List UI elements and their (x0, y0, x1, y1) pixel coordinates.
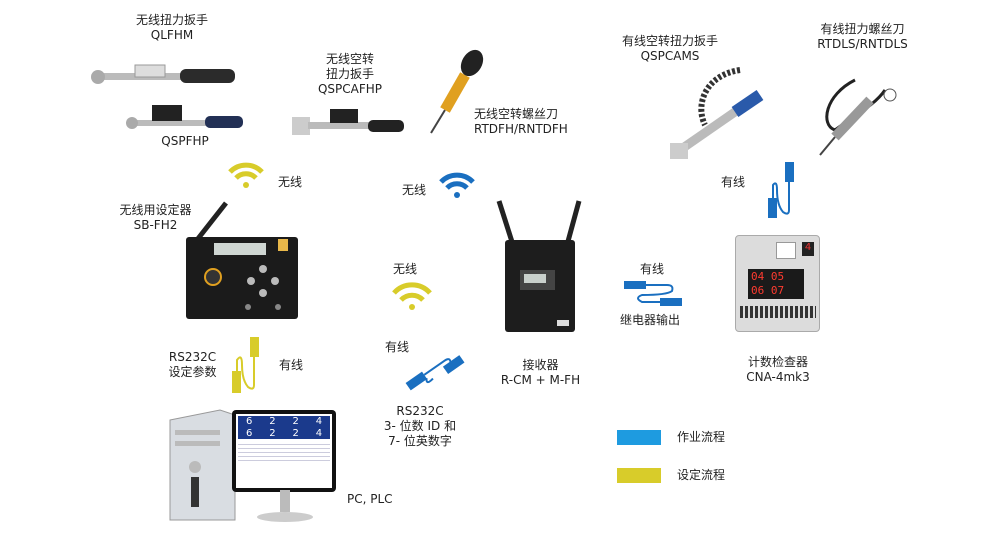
relay-output-label: 继电器输出 (620, 313, 681, 327)
usb-cable-icon-counter (768, 162, 794, 218)
receiver-label: 接收器 R-CM + M-FH (500, 358, 581, 387)
qlfhm-wrench-image (91, 64, 243, 129)
pc-label: PC, PLC (347, 492, 393, 506)
rtdfh-label: 无线空转螺丝刀 RTDFH/RNTDFH (474, 107, 568, 136)
counter-terminal-block (740, 306, 816, 318)
wired-label-counter: 有线 (721, 175, 746, 189)
wireless-label-receiver: 无线 (393, 262, 418, 276)
counter-lcd (776, 242, 796, 259)
counter-device: 4 04 05 06 07 (735, 235, 820, 332)
wifi-icon-setter (228, 162, 264, 188)
counter-label: 计数检查器 CNA-4mk3 (746, 355, 810, 384)
receiver-device-image (496, 200, 582, 332)
pc-screen-grid: 6 2 2 4 6 2 2 4 (238, 416, 330, 439)
legend-label-setting-flow: 设定流程 (677, 468, 726, 482)
wifi-icon-receiver (392, 282, 432, 310)
setter-label: 无线用设定器 SB-FH2 (119, 203, 192, 232)
setter-device-image (186, 201, 298, 319)
usb-cable-icon-setting (232, 337, 259, 393)
usb-cable-icon-receiver-pc (405, 355, 465, 391)
qspcams-label: 有线空转扭力扳手 QSPCAMS (621, 34, 718, 63)
wireless-label-tools: 无线 (402, 183, 427, 197)
wifi-icon-tools (439, 172, 475, 198)
rtdfh-screwdriver-image (430, 49, 484, 134)
qspcafhp-wrench-image (292, 109, 404, 135)
wireless-label-setter: 无线 (278, 175, 303, 189)
pc-monitor-stand (257, 490, 313, 522)
wired-label-receiver-pc: 有线 (385, 340, 410, 354)
wired-label-relay: 有线 (640, 262, 665, 276)
pc-monitor: 6 2 2 4 6 2 2 4 (232, 410, 336, 492)
usb-cable-icon-relay (624, 281, 682, 306)
legend-label-work-flow: 作业流程 (677, 430, 726, 444)
qspcams-wrench-image (670, 67, 764, 159)
legend-swatch-work-flow (617, 430, 661, 445)
qspcafhp-label: 无线空转 扭力扳手 QSPCAFHP (317, 52, 383, 96)
counter-small-display: 4 (802, 242, 814, 256)
counter-display: 04 05 06 07 (748, 269, 804, 299)
qspfhp-label: QSPFHP (161, 134, 209, 148)
legend-swatch-setting-flow (617, 468, 661, 483)
rtdls-label: 有线扭力螺丝刀 RTDLS/RNTDLS (817, 22, 908, 51)
qlfhm-label: 无线扭力扳手 QLFHM (135, 13, 208, 42)
rs232-data-label: RS232C 3- 位数 ID 和 7- 位英数字 (383, 404, 457, 448)
wired-label-pc: 有线 (279, 358, 304, 372)
rs232-setting-label: RS232C 设定参数 (168, 350, 217, 379)
pc-tower-image (169, 409, 236, 521)
rtdls-screwdriver-image (819, 78, 897, 156)
